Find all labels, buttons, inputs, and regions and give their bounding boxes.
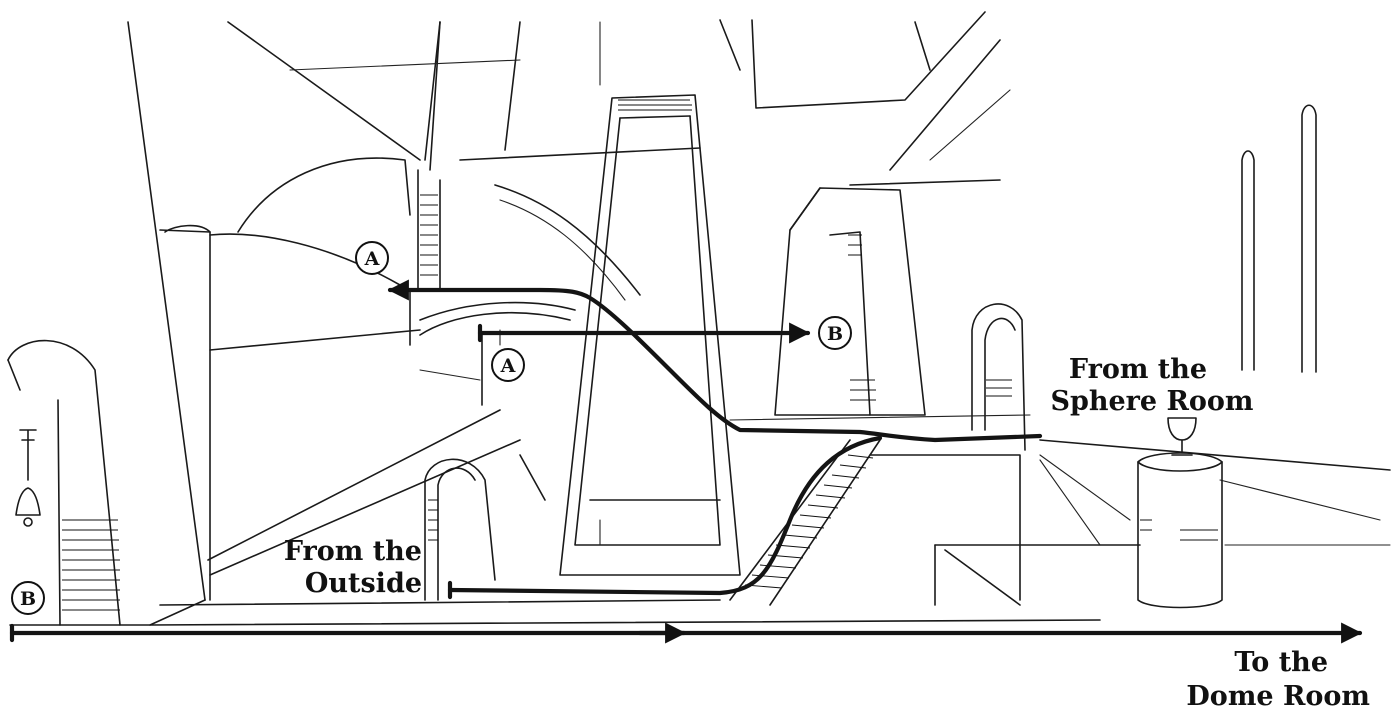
label-to-dome-line2: Dome Room [1186, 681, 1370, 712]
label-to-dome-room: To the Dome Room [1186, 647, 1370, 712]
svg-text:B: B [827, 323, 843, 345]
label-to-dome-line1: To the [1234, 647, 1328, 678]
label-from-sphere-room: From the Sphere Room [1050, 354, 1253, 417]
marker-b-left: B [11, 581, 45, 615]
left-arched-doorway [7, 339, 121, 626]
label-from-outside-line1: From the [284, 536, 422, 567]
route-outside [447, 435, 883, 596]
bell-icon [15, 429, 41, 527]
right-arched-doorway [971, 303, 1026, 451]
marker-a-upper: A [355, 241, 389, 275]
upper-window-hatch [417, 169, 441, 291]
route-sphere-to-a [387, 279, 1043, 443]
label-from-outside-line2: Outside [305, 568, 422, 599]
svg-text:B: B [20, 588, 36, 610]
sketch-background [9, 11, 1391, 626]
right-pillar [774, 187, 926, 416]
lower-arched-doorway [424, 458, 496, 601]
label-from-sphere-line2: Sphere Room [1050, 386, 1253, 417]
central-obelisk [559, 94, 741, 576]
svg-text:A: A [364, 248, 380, 270]
marker-a-lower: A [491, 348, 525, 382]
svg-text:A: A [500, 355, 516, 377]
label-from-sphere-line1: From the [1069, 354, 1207, 385]
slender-poles [1241, 104, 1317, 373]
routes [9, 279, 1363, 644]
staircase [729, 439, 881, 606]
marker-b-right: B [818, 316, 852, 350]
goblet-icon [1167, 417, 1197, 456]
pedestal [1137, 452, 1223, 609]
label-from-outside: From the Outside [284, 536, 422, 599]
